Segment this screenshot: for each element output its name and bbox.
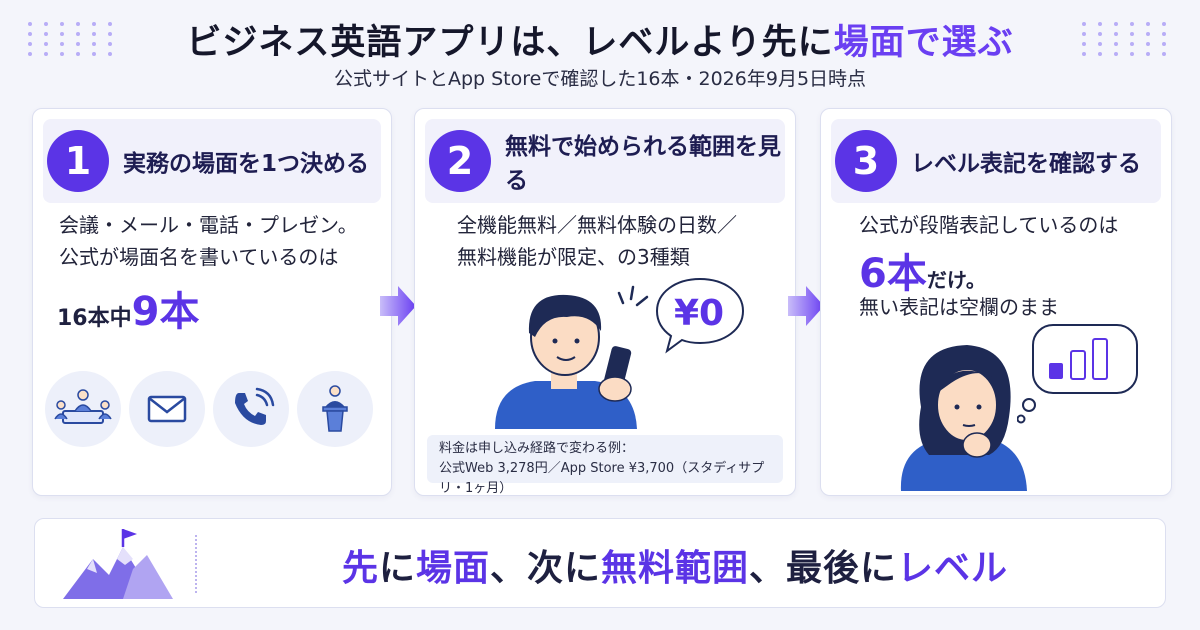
banner-divider — [195, 535, 197, 593]
stat-scene-count: 16本中9本 — [57, 289, 200, 335]
step-body-1: 会議・メール・電話・プレゼン。 公式が場面名を書いているのは — [59, 213, 358, 269]
step-header-3: 3 レベル表記を確認する — [831, 119, 1161, 203]
step-number-2: 2 — [429, 130, 491, 192]
page-title: ビジネス英語アプリは、レベルより先に場面で選ぶ — [186, 23, 1014, 63]
decorative-dots-left — [28, 22, 118, 56]
step-header-2: 2 無料で始められる範囲を見る — [425, 119, 785, 203]
step-card-3: 3 レベル表記を確認する 公式が段階表記しているのは 6本だけ。 無い表記は空欄… — [820, 108, 1172, 496]
person-thinking-illustration — [900, 345, 1027, 491]
arrow-right-icon — [378, 284, 418, 332]
step-number-3: 3 — [835, 130, 897, 192]
mail-icon — [129, 371, 205, 447]
notification-lines-icon — [617, 285, 649, 307]
step-header-1: 1 実務の場面を1つ決める — [43, 119, 381, 203]
decorative-dots-right — [1082, 22, 1172, 56]
step-heading-3: レベル表記を確認する — [911, 151, 1141, 177]
mountain-flag-icon — [63, 529, 173, 599]
step-card-1: 1 実務の場面を1つ決める 会議・メール・電話・プレゼン。 公式が場面名を書いて… — [32, 108, 392, 496]
step-note-3: 無い表記は空欄のまま — [859, 295, 1059, 319]
title-accent: 場面で選ぶ — [833, 23, 1014, 63]
free-price-label: ¥0 — [673, 293, 725, 334]
step-body-3: 公式が段階表記しているのは — [859, 213, 1119, 237]
page-subtitle: 公式サイトとApp Storeで確認した16本・2026年9月5日時点 — [333, 68, 867, 90]
summary-message: 先に場面、次に無料範囲、最後にレベル — [341, 548, 1009, 589]
level-bars-icon — [1049, 338, 1108, 380]
step-body-2: 全機能無料／無料体験の日数／ 無料機能が限定、の3種類 — [457, 213, 737, 269]
speech-bubble-icon — [655, 277, 745, 354]
presentation-icon — [297, 371, 373, 447]
step-card-2: 2 無料で始められる範囲を見る 全機能無料／無料体験の日数／ 無料機能が限定、の… — [414, 108, 796, 496]
stat-level-count: 6本だけ。 — [859, 251, 986, 297]
step-heading-1: 実務の場面を1つ決める — [123, 151, 370, 177]
phone-icon — [213, 371, 289, 447]
person-phone-illustration — [495, 294, 637, 429]
arrow-right-icon — [786, 284, 826, 332]
step-heading-2: 無料で始められる範囲を見る — [505, 134, 781, 194]
pricing-note: 料金は申し込み経路で変わる例： 公式Web 3,278円／App Store ¥… — [427, 435, 783, 496]
meeting-icon — [45, 371, 121, 447]
summary-banner: 先に場面、次に無料範囲、最後にレベル — [34, 518, 1166, 608]
step-number-1: 1 — [47, 130, 109, 192]
